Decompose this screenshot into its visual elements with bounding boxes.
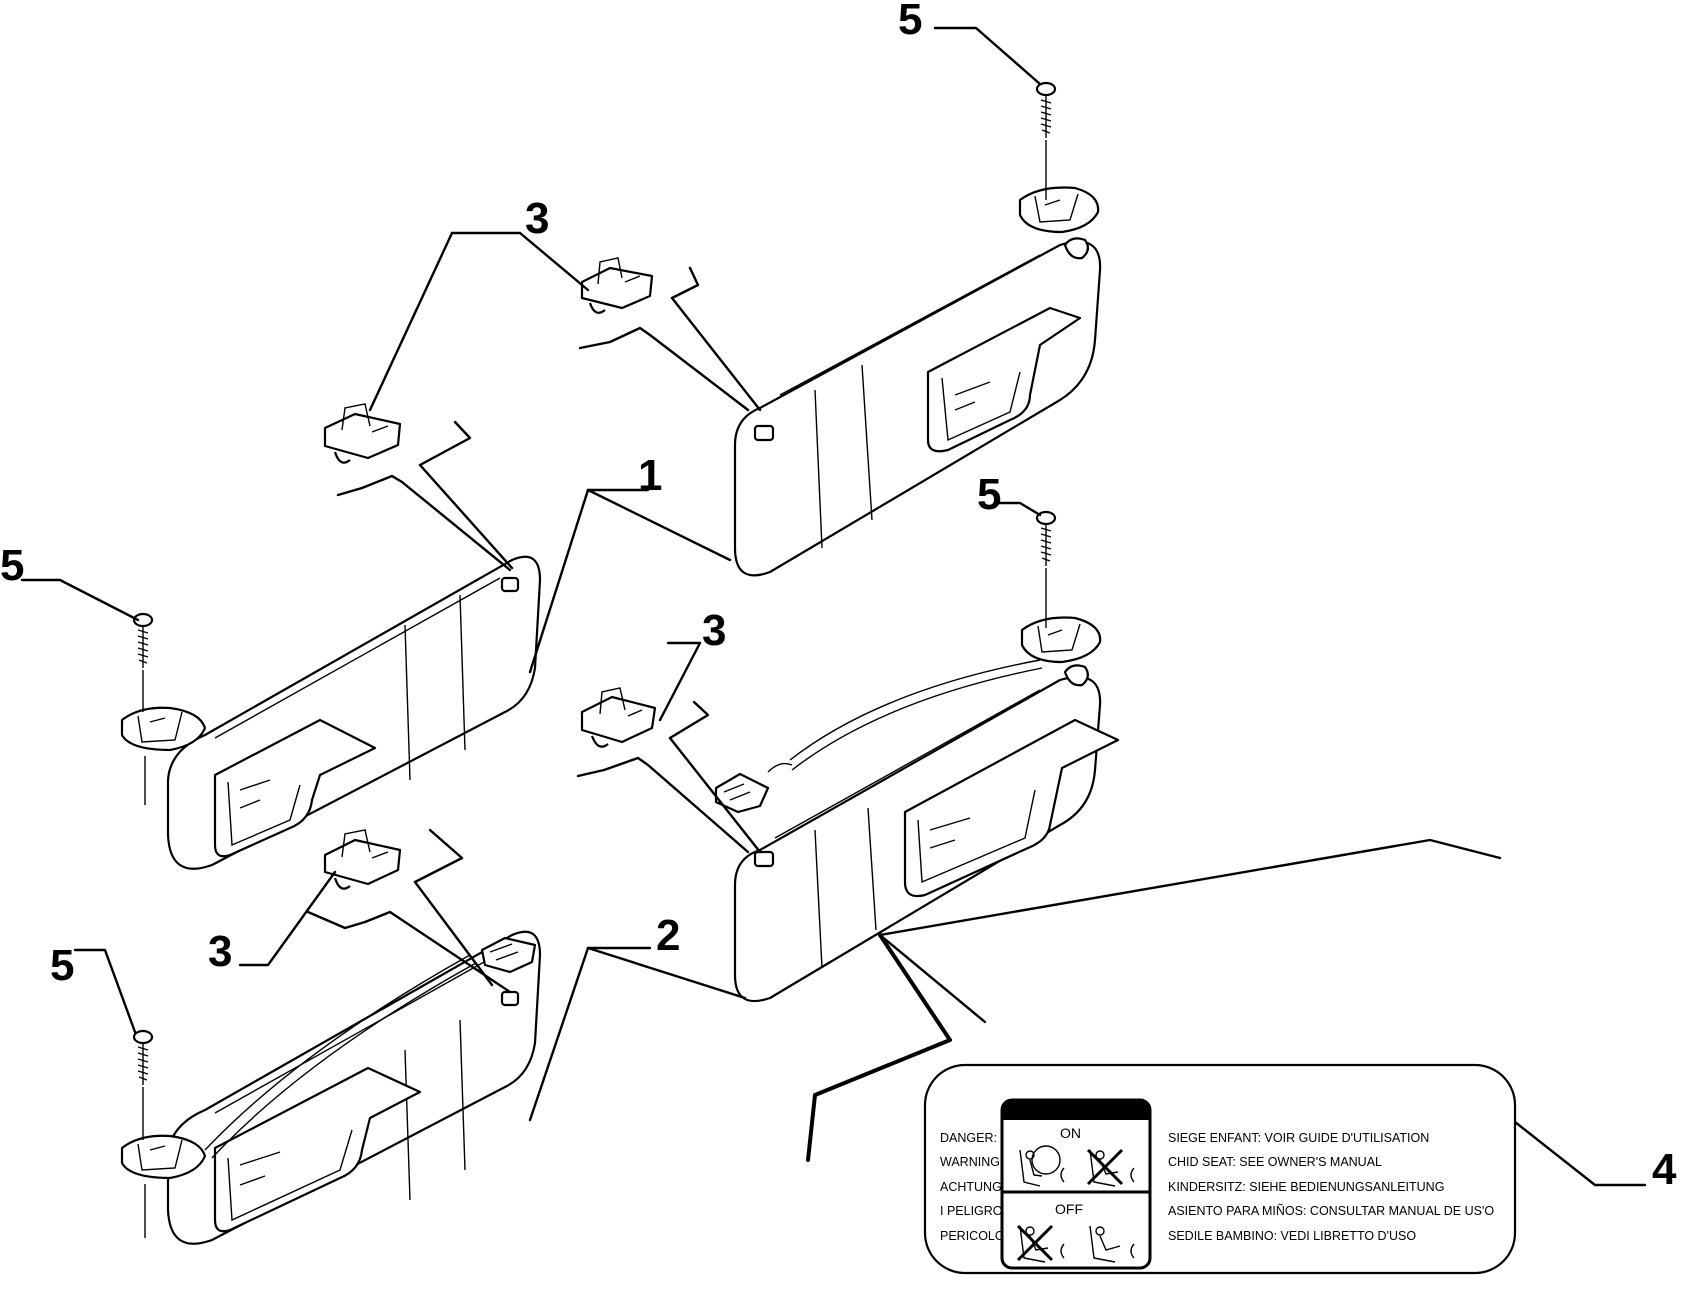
label-right-line-1: SIEGE ENFANT: VOIR GUIDE D'UTILISATION (1168, 1131, 1429, 1145)
label-left-line-4: I PELIGRO (940, 1204, 1003, 1218)
label-left-line-3: ACHTUNG (940, 1180, 1002, 1194)
screw-bottom-left (132, 1029, 154, 1140)
callout-3-bottom: 3 (208, 927, 232, 976)
callout-5-middle-right: 5 (977, 470, 1001, 519)
wire-bottom-left (204, 936, 537, 1159)
child-seat-rear-facing-icon (1019, 1145, 1065, 1187)
sun-visor-bottom-left (166, 930, 542, 1245)
callout-5-bottom: 5 (50, 941, 74, 990)
label-left-line-5: PERICOLO (940, 1229, 1005, 1243)
label-left-line-2: WARNING (940, 1155, 1000, 1169)
clip-middle-right (580, 687, 657, 748)
child-seat-off-crossed-icon (1016, 1224, 1065, 1263)
airbag-warning-label: DANGER: WARNING ACHTUNG I PELIGRO PERICO… (923, 1063, 1517, 1275)
label-right-line-4: ASIENTO PARA MIÑOS: CONSULTAR MANUAL DE … (1168, 1204, 1494, 1218)
sun-visor-middle-right (733, 675, 1120, 1003)
label-right-line-2: CHID SEAT: SEE OWNER'S MANUAL (1168, 1155, 1382, 1169)
screw-top-right (1035, 81, 1057, 200)
label-left-line-1: DANGER: (940, 1131, 997, 1145)
callout-3-top: 3 (525, 194, 549, 243)
callout-5-left: 5 (0, 541, 24, 590)
label-off-text: OFF (1055, 1201, 1083, 1217)
clip-middle (323, 403, 402, 464)
bracket-middle-left (120, 706, 207, 805)
clip-bottom (323, 829, 402, 890)
callout-1: 1 (638, 451, 662, 500)
clip-top (580, 257, 654, 314)
screw-middle-right (1035, 510, 1057, 628)
bracket-bottom-left (120, 1134, 207, 1238)
label-on-text: ON (1060, 1125, 1081, 1141)
label-right-line-3: KINDERSITZ: SIEHE BEDIENUNGSANLEITUNG (1168, 1180, 1444, 1194)
callout-5-top: 5 (898, 0, 922, 44)
callout-3-middle-right: 3 (702, 606, 726, 655)
child-seat-forward-icon (1089, 1225, 1135, 1263)
child-seat-crossed-icon (1086, 1148, 1135, 1187)
label-right-line-5: SEDILE BAMBINO: VEDI LIBRETTO D'USO (1168, 1229, 1416, 1243)
callout-4: 4 (1652, 1145, 1677, 1194)
sun-visor-top-right (733, 240, 1102, 577)
bracket-middle-right (1020, 616, 1102, 687)
sun-visor-middle-left (166, 555, 542, 870)
callout-2: 2 (656, 911, 680, 960)
bracket-top-right (1018, 186, 1100, 260)
screw-middle-left (132, 612, 154, 712)
wire-middle-right (714, 659, 1043, 814)
